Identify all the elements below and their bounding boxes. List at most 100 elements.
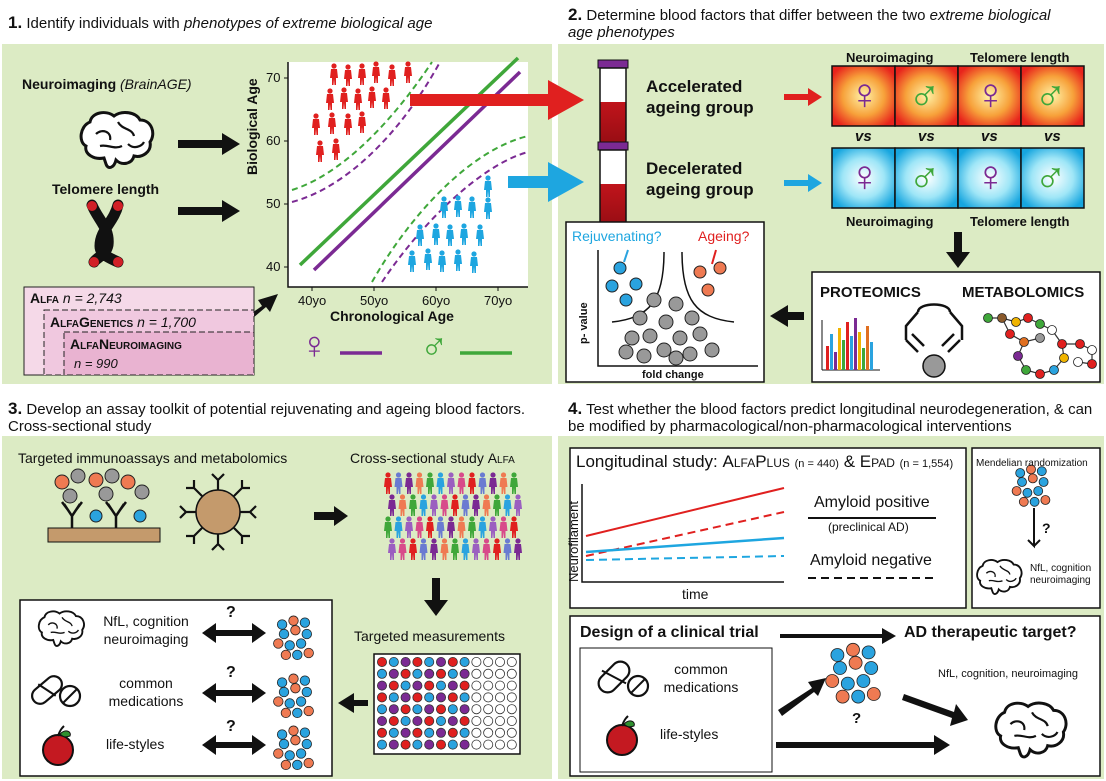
crowd-person xyxy=(503,538,512,560)
blood-factor xyxy=(301,628,312,640)
toolkit-row-lifestyles: life-styles xyxy=(106,736,165,752)
chart-ytick-60: 60 xyxy=(266,133,281,148)
panel-2-number: 2. xyxy=(568,5,583,24)
well xyxy=(506,692,517,703)
crowd-person xyxy=(489,472,497,494)
blood-factor xyxy=(301,738,312,750)
arrow-to-toolkit xyxy=(338,693,368,713)
well xyxy=(471,704,482,715)
accelerated-small-arrow xyxy=(784,88,822,106)
male-symbol-icon: ♂ xyxy=(1034,70,1067,119)
well xyxy=(424,716,435,727)
crowd-person xyxy=(447,516,455,538)
well xyxy=(376,692,387,703)
toolkit-factor-clusters xyxy=(273,615,314,771)
well xyxy=(424,692,435,703)
well xyxy=(412,739,423,750)
blood-factor xyxy=(295,748,307,759)
alfaplus-n: (n = 440) xyxy=(794,458,839,470)
well xyxy=(447,704,458,715)
blood-factor xyxy=(835,689,850,704)
female-symbol-icon: ♀ xyxy=(300,325,329,367)
blood-factor xyxy=(276,677,288,688)
cohort-neuro-n: n = 990 xyxy=(74,356,118,371)
top-neuroimaging-label: Neuroimaging xyxy=(846,50,934,65)
well xyxy=(400,704,411,715)
well-plate-wells xyxy=(376,657,517,750)
cross-sectional-alfa: Alfa xyxy=(487,450,515,466)
well xyxy=(506,680,517,691)
blood-factor xyxy=(1026,464,1036,475)
crowd-person xyxy=(457,516,466,538)
epad-label: Epad xyxy=(859,452,895,471)
crowd-person xyxy=(468,472,476,494)
chart-ylabel: Biological Age xyxy=(244,78,260,175)
crowd-person xyxy=(451,538,459,560)
well xyxy=(400,716,411,727)
preclinical-ad-label: (preclinical AD) xyxy=(828,520,909,534)
blood-factor xyxy=(280,759,292,771)
blood-factor xyxy=(288,673,299,684)
blood-factor xyxy=(290,735,301,746)
well xyxy=(494,680,505,691)
blood-factor xyxy=(303,757,314,769)
well-plate xyxy=(373,653,521,755)
therapeutic-target-label: AD therapeutic target? xyxy=(904,624,1077,641)
well xyxy=(435,680,446,691)
well xyxy=(483,668,494,679)
well xyxy=(447,739,458,750)
proteomics-label: PROTEOMICS xyxy=(820,284,921,301)
crowd-person xyxy=(457,472,466,494)
crowd-person xyxy=(384,516,392,538)
blood-factor xyxy=(846,642,860,657)
cohort-genetics-n: n = 1,700 xyxy=(137,314,196,330)
decelerated-group-label: Decelerated ageing group xyxy=(646,159,754,199)
chart-xtick-50: 50yo xyxy=(360,293,389,308)
well xyxy=(376,704,387,715)
antibody-sensor-icon xyxy=(904,303,964,378)
blood-factor xyxy=(280,707,292,719)
cohort-box-neuro xyxy=(63,331,255,376)
trial-arrow-up xyxy=(778,678,826,716)
volcano-rejuvenating-points xyxy=(605,261,643,307)
blood-factor xyxy=(284,640,295,651)
well xyxy=(435,727,446,738)
crowd-person xyxy=(451,494,459,516)
blood-tube-decelerated xyxy=(597,141,629,236)
well xyxy=(447,668,458,679)
cross-sectional-crowd xyxy=(384,472,522,560)
blood-factor xyxy=(1027,473,1038,484)
well xyxy=(494,739,505,750)
well xyxy=(506,668,517,679)
crowd-person xyxy=(440,538,449,560)
trial-pills-icon xyxy=(597,660,650,698)
blood-factor xyxy=(295,638,307,649)
accelerated-sex-boxes xyxy=(831,65,1085,127)
blood-factor xyxy=(833,661,847,675)
well xyxy=(506,727,517,738)
well xyxy=(459,692,470,703)
age-chart-axes xyxy=(287,62,528,288)
well xyxy=(424,739,435,750)
trial-question: ? xyxy=(852,710,862,727)
well xyxy=(471,739,482,750)
trial-arrow xyxy=(780,628,896,644)
brain-icon xyxy=(79,111,155,169)
toolkit-pills-icon xyxy=(31,675,82,708)
blood-tube-accelerated xyxy=(597,59,629,154)
blood-factor xyxy=(1029,496,1040,507)
female-symbol-icon: ♀ xyxy=(848,70,881,119)
well xyxy=(400,680,411,691)
crowd-person xyxy=(478,516,487,538)
blood-factor xyxy=(840,676,855,691)
crowd-person xyxy=(436,472,445,494)
mr-factor-cluster xyxy=(1011,464,1051,507)
measurements-label: Targeted measurements xyxy=(354,628,505,644)
crowd-person xyxy=(447,472,455,494)
blood-factor xyxy=(1036,466,1047,477)
well xyxy=(388,716,399,727)
blood-factor xyxy=(292,707,303,719)
blood-factor xyxy=(1033,486,1044,496)
amyloid-positive-label: Amyloid positive xyxy=(814,494,930,511)
